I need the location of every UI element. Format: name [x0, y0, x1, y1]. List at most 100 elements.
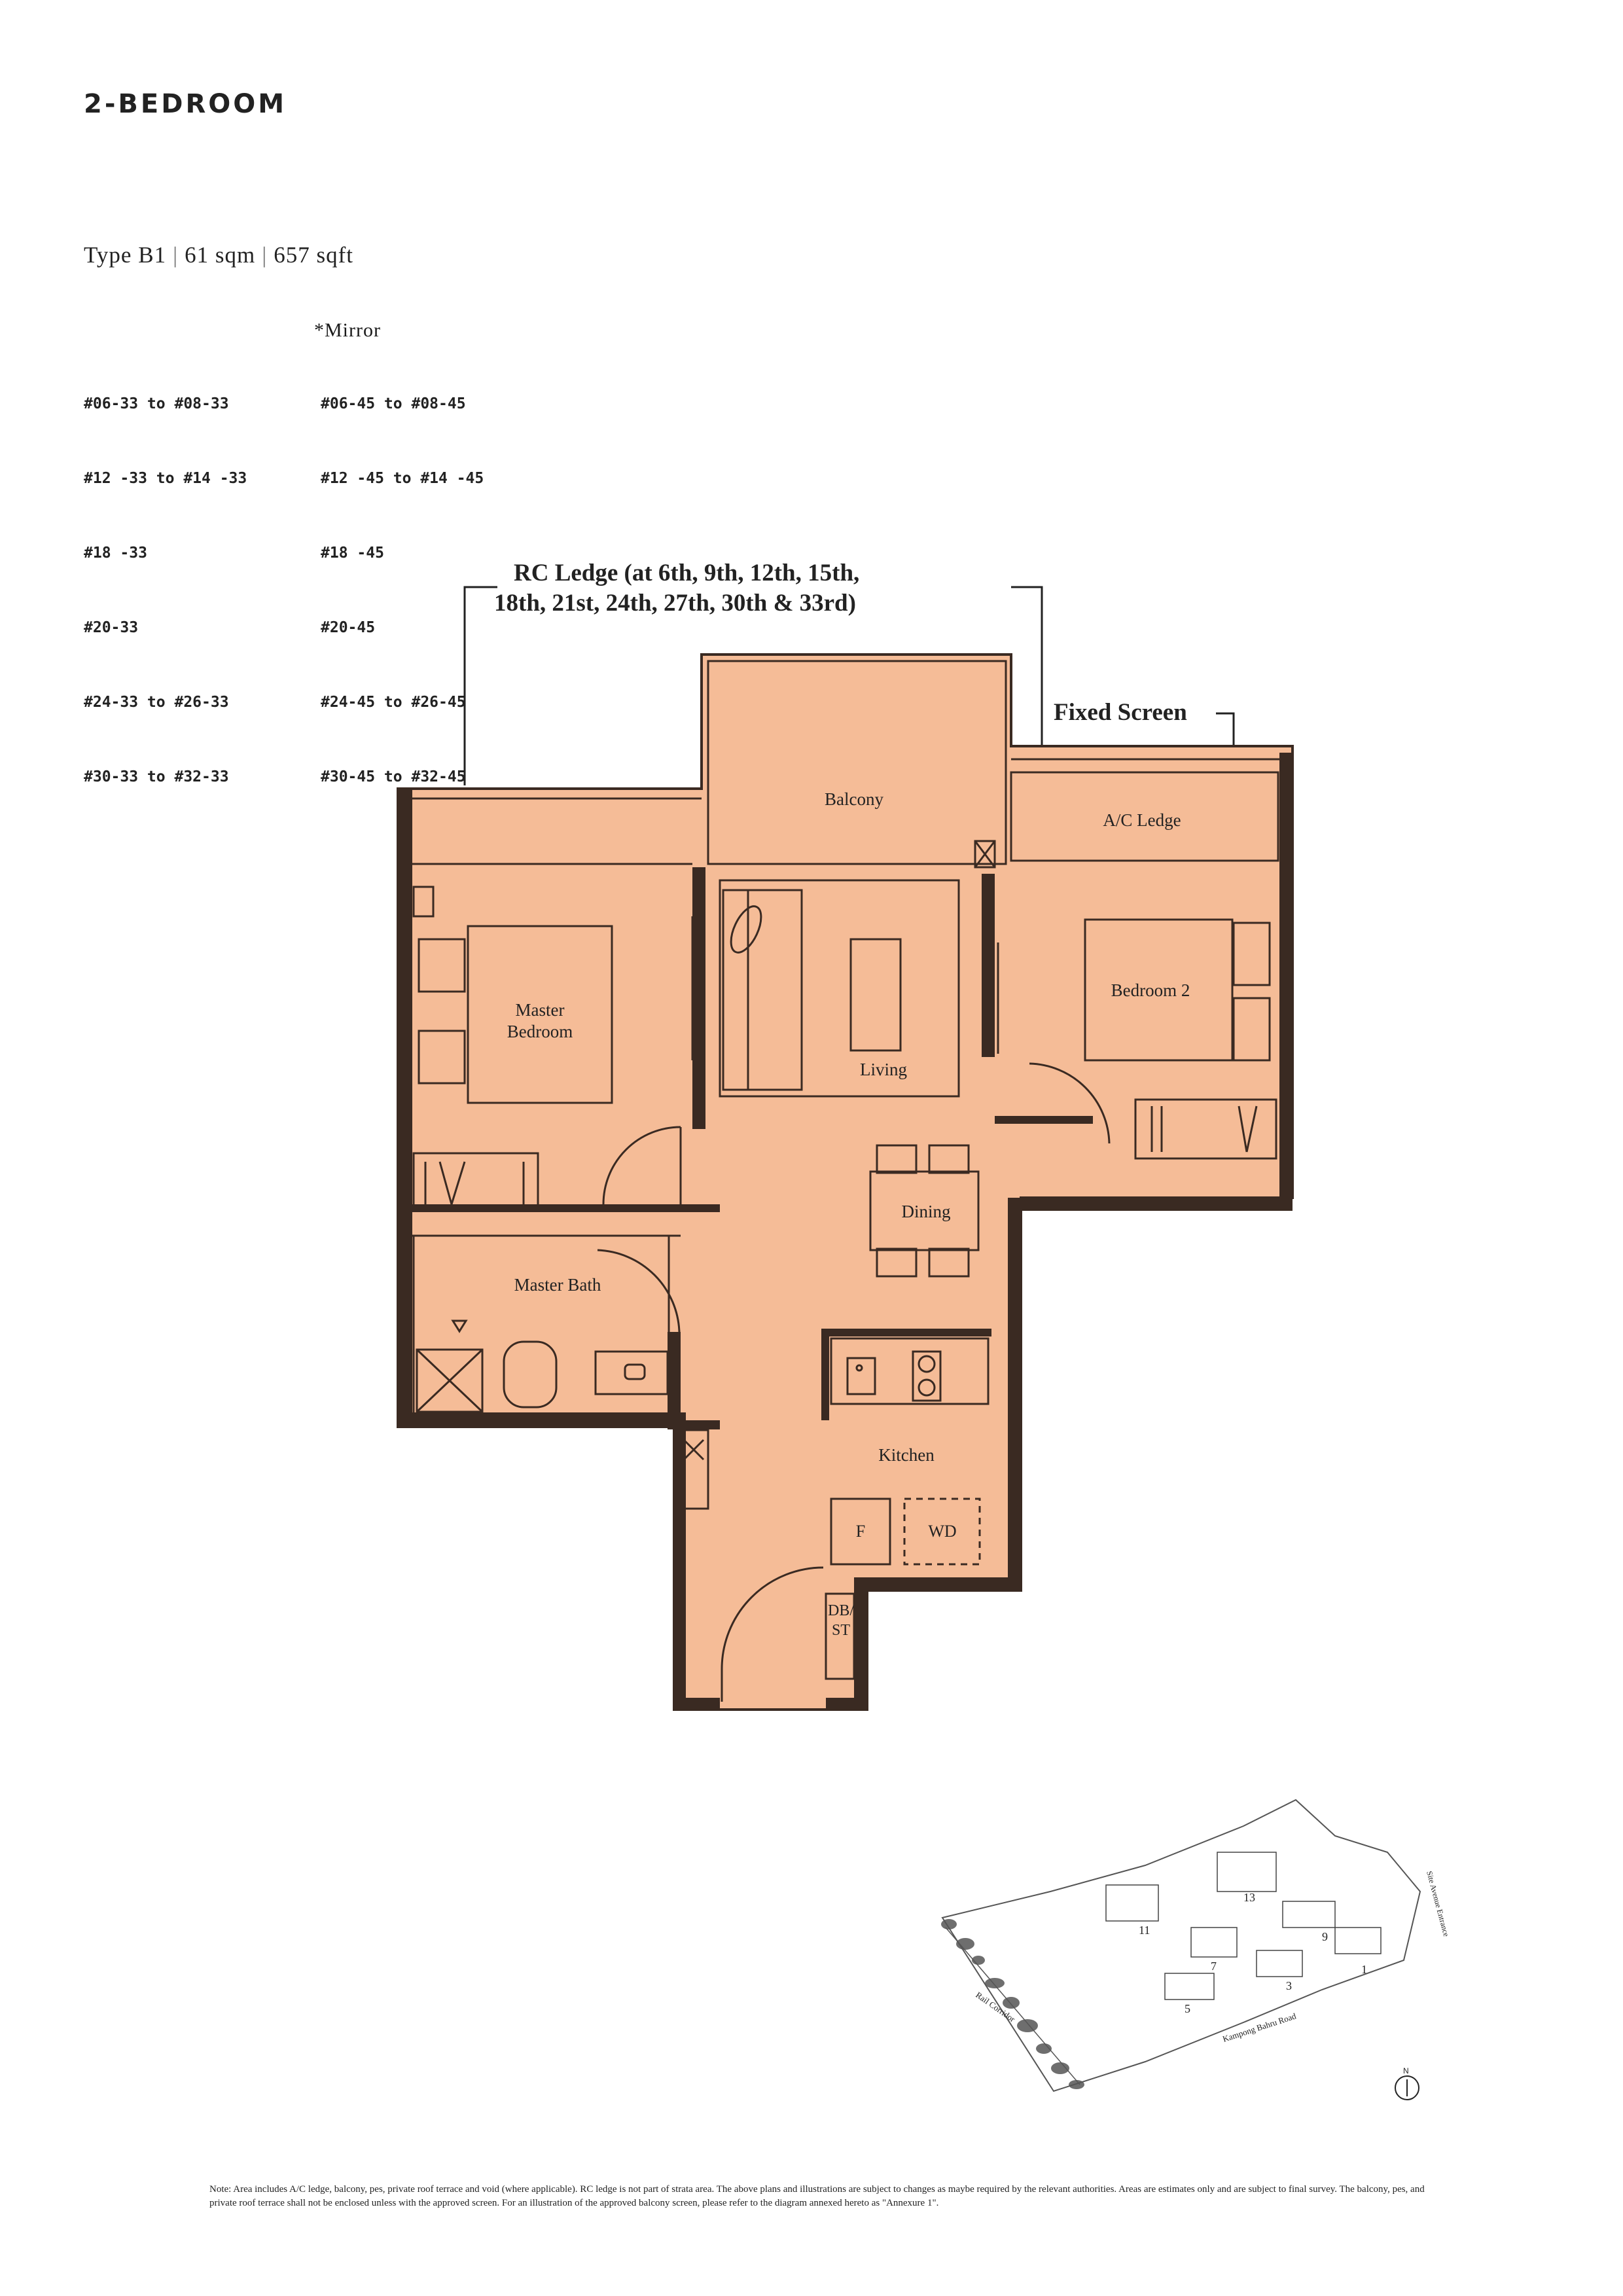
dining-label: Dining: [901, 1202, 950, 1221]
cooker-hob: [918, 1355, 936, 1373]
main-door-swing: [721, 1566, 824, 1670]
unit-type: Type B1: [84, 242, 167, 268]
service-riser: [974, 840, 996, 869]
rc-ledge-leader-left: [463, 586, 497, 785]
basin: [624, 1363, 646, 1380]
unit-range: #30-45 to #32-45: [321, 768, 466, 785]
kitchen-sink: [855, 1364, 863, 1372]
unit-type-line: Type B1|61 sqm|657 sqft: [84, 242, 353, 268]
block-number: 13: [1243, 1891, 1255, 1904]
block-outline: [1190, 1927, 1238, 1958]
site-key-plan: 1 3 5 7 9 11 13 Rail Corridor Kampong Ba…: [941, 1799, 1451, 2100]
service-riser: [974, 840, 996, 868]
floor-trap: [451, 1319, 468, 1333]
bath-store: [683, 1439, 705, 1461]
unit-range: #30-33 to #32-33: [84, 768, 229, 785]
bath-store: [679, 1429, 709, 1510]
dining-chair: [876, 1144, 918, 1174]
dbst-label: DB/: [828, 1602, 854, 1619]
window-mark: [412, 886, 435, 918]
dbst-label: ST: [832, 1622, 850, 1639]
unit-range: #12 -45 to #14 -45: [321, 470, 484, 487]
unit-range: #20-45: [321, 619, 376, 636]
toilet: [503, 1340, 558, 1408]
floor-plan: RC Ledge (at 6th, 9th, 12th, 15th, 18th,…: [397, 560, 1294, 1711]
wardrobe-hanger: [1238, 1105, 1248, 1153]
separator: |: [262, 242, 268, 268]
dining-chair: [928, 1144, 970, 1174]
living-label: Living: [860, 1060, 907, 1079]
block-outline: [1282, 1901, 1336, 1928]
fridge-label: F: [856, 1522, 865, 1541]
bedside-table: [1232, 997, 1271, 1062]
dining-chair: [928, 1247, 970, 1278]
unit-range: #20-33: [84, 619, 139, 636]
washer-dryer-label: WD: [928, 1522, 956, 1541]
unit-area-sqm: 61 sqm: [185, 242, 256, 268]
master-bath-door-swing: [597, 1249, 681, 1333]
rc-ledge-label: RC Ledge (at 6th, 9th, 12th, 15th,: [514, 560, 859, 586]
unit-range: #18 -33: [84, 545, 147, 562]
unit-range: #06-45 to #08-45: [321, 395, 466, 412]
kitchen-label: Kitchen: [878, 1445, 935, 1465]
north-arrow-icon: [1395, 2075, 1419, 2100]
unit-range: #24-33 to #26-33: [84, 694, 229, 711]
bedroom2-door-swing: [1029, 1062, 1111, 1144]
bedside-table: [1232, 922, 1271, 986]
block-outline: [1334, 1927, 1382, 1954]
rail-corridor-trees: [941, 1919, 1084, 2089]
bedside-table: [418, 1030, 466, 1085]
balcony-label: Balcony: [825, 789, 883, 809]
kitchen-counter: [830, 1337, 990, 1405]
fridge: [830, 1498, 891, 1566]
cooker-hob: [918, 1378, 936, 1397]
block-outline: [1164, 1973, 1215, 2000]
master-bed: [467, 925, 613, 1104]
north-label: N: [1403, 2066, 1409, 2075]
balcony-outline: [707, 660, 1007, 865]
walls: [398, 753, 1293, 1710]
basin-counter: [594, 1350, 669, 1395]
rc-ledge-leader-right: [1011, 586, 1043, 746]
block-number: 5: [1185, 2002, 1190, 2015]
block-number: 1: [1361, 1963, 1367, 1976]
wardrobe-hanger: [1245, 1105, 1258, 1153]
ac-ledge-outline: [1010, 771, 1279, 862]
master-wardrobe: [412, 1152, 539, 1210]
shower-floor: [416, 1348, 484, 1413]
wardrobe-hanger: [438, 1161, 453, 1205]
block-number: 7: [1211, 1960, 1217, 1973]
bedroom2-wardrobe: [1134, 1098, 1277, 1160]
block-outline: [1105, 1884, 1159, 1922]
entrance-label: Site Avenue Entrance: [1425, 1870, 1451, 1937]
rail-corridor-line: [945, 1927, 1080, 2085]
coffee-table: [849, 938, 902, 1052]
unit-list-mirror: #06-45 to #08-45 #12 -45 to #14 -45 #18 …: [321, 342, 484, 814]
building-blocks: [1105, 1852, 1382, 2000]
separator: |: [173, 242, 179, 268]
master-bedroom-label: Bedroom: [507, 1022, 573, 1041]
dining-table: [869, 1170, 980, 1251]
unit-list-original: #06-33 to #08-33 #12 -33 to #14 -33 #18 …: [84, 342, 247, 814]
dbst-cabinet: [825, 1592, 855, 1680]
block-number: 11: [1139, 1924, 1150, 1937]
bedroom2-bed: [1084, 918, 1234, 1062]
fixed-screen-label: Fixed Screen: [1054, 699, 1187, 726]
master-bath-label: Master Bath: [514, 1275, 601, 1295]
page-heading: 2-BEDROOM: [84, 89, 287, 119]
wardrobe-hanger: [450, 1161, 466, 1205]
bedside-table: [418, 938, 466, 993]
bedroom2-label: Bedroom 2: [1111, 980, 1190, 1000]
unit-range: #24-45 to #26-45: [321, 694, 466, 711]
ac-ledge-label: A/C Ledge: [1103, 810, 1181, 830]
kitchen-sink: [846, 1357, 876, 1395]
block-number: 9: [1322, 1930, 1328, 1943]
washer-dryer: [903, 1498, 981, 1566]
dining-chair: [876, 1247, 918, 1278]
living-rug: [719, 879, 960, 1098]
master-bedroom-label: Master: [516, 1000, 565, 1020]
fixed-screen-leader: [1216, 712, 1235, 753]
disclaimer-note: Note: Area includes A/C ledge, balcony, …: [209, 2184, 1425, 2208]
unit-range: #06-33 to #08-33: [84, 395, 229, 412]
block-outline: [1217, 1852, 1277, 1892]
